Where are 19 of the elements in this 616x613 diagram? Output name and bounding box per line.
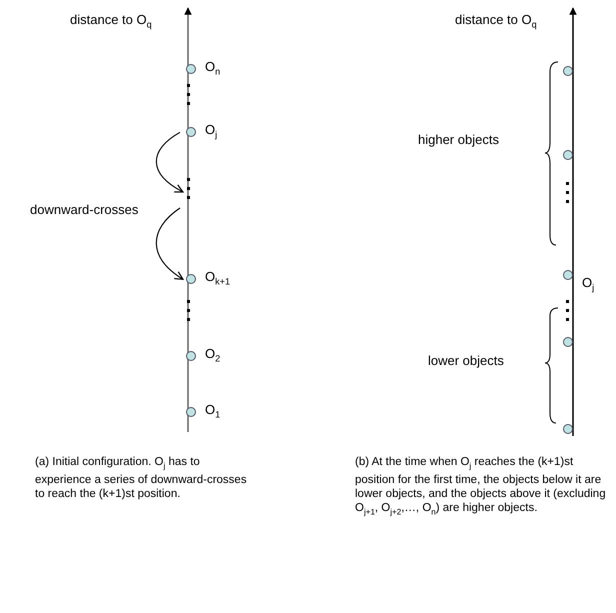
group-label: higher objects [418,132,499,147]
object-circle [563,150,573,160]
object-circle [563,337,573,347]
caption: (b) At the time when O$_{j}$ reaches the (k+1)st position for the first time, the objects below it are lower objects, and the objects above it (excluding O$_{j+1}$, O$_{j+2}$,…, O$_{n}$) are higher objects. [355,455,607,519]
object-label: O$_{2}$ [205,347,220,366]
caption: (a) Initial configuration. O$_{j}$ has to experience a series of downward-crosses to reach the (k+1)st position. [35,455,248,502]
axis-label: distance to O$_{q}$ [70,12,152,32]
object-label: O$_{1}$ [205,403,220,422]
object-label: O$_{j}$ [205,123,218,142]
object-label: O$_{k+1}$ [205,270,230,289]
axis-label: distance to O$_{q}$ [455,12,537,32]
curved-arrow [156,132,184,193]
group-label: lower objects [428,353,504,368]
object-label: O$_{n}$ [205,60,220,79]
object-circle [563,66,573,76]
curved-arrow [156,208,184,280]
arrow-label: downward-crosses [30,202,138,217]
object-label: O$_{j}$ [582,276,594,295]
object-circle [563,424,573,434]
